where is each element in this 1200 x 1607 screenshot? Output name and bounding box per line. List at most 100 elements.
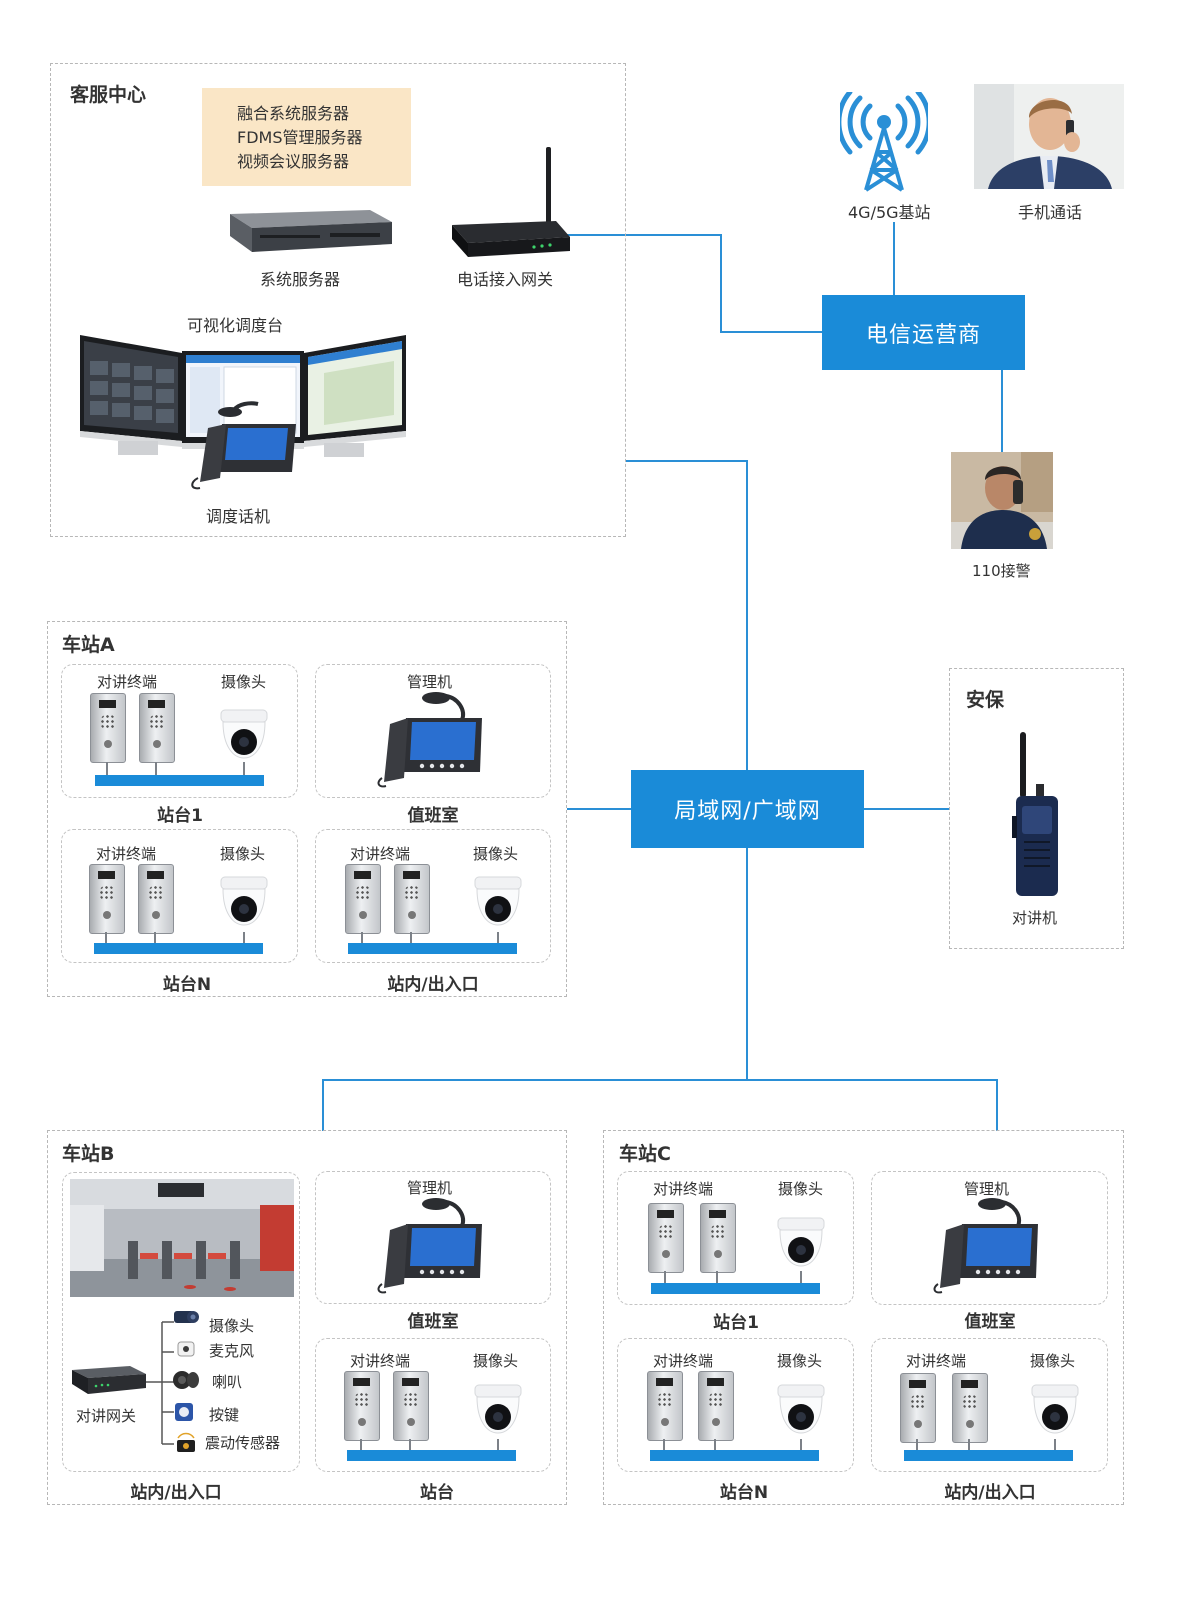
connector-stem (243, 762, 245, 776)
police-label: 110接警 (972, 562, 1031, 580)
dome-camera-icon (777, 1217, 825, 1267)
station-b-title: 车站B (62, 1143, 115, 1165)
station-a-box (47, 621, 567, 997)
station-a-duty-room-caption: 值班室 (407, 806, 459, 826)
camera-label: 摄像头 (778, 1180, 824, 1198)
mobile-call-label: 手机通话 (1018, 203, 1083, 222)
connector-stem (800, 1439, 802, 1453)
station-a-entrance-caption: 站内/出入口 (387, 975, 479, 995)
station-b-duty-room-group (315, 1171, 551, 1304)
camera-label: 摄像头 (473, 1352, 519, 1370)
station-a-platform1-caption: 站台1 (157, 806, 203, 826)
walkie-talkie-icon (1012, 732, 1058, 896)
management-console-icon (377, 692, 482, 788)
link-branch-b (322, 1079, 324, 1131)
camera-label: 摄像头 (1030, 1352, 1076, 1370)
connector-stem (800, 1271, 802, 1285)
station-c-box (603, 1130, 1124, 1505)
station-c-title: 车站C (619, 1143, 671, 1165)
station-b-entrance-group (62, 1172, 300, 1472)
peripheral-vibration-sensor-label: 震动传感器 (205, 1434, 281, 1452)
intercom-terminal-label: 对讲终端 (350, 845, 411, 863)
intercom-terminal-icon (393, 1371, 429, 1441)
station-b-platform-group (315, 1338, 551, 1472)
intercom-terminal-icon (698, 1371, 734, 1441)
station-c-platformN-group (617, 1338, 854, 1472)
station-c-entrance-caption: 站内/出入口 (944, 1483, 1036, 1503)
link-gateway-operator-h1 (566, 234, 721, 236)
connector-stem (154, 932, 156, 946)
station-b-box (47, 1130, 567, 1505)
walkie-talkie-label: 对讲机 (1012, 909, 1058, 927)
dome-camera-icon (1031, 1384, 1079, 1434)
connector-stem (664, 1271, 666, 1285)
intercom-terminal-icon (648, 1203, 684, 1273)
connector-stem (361, 932, 363, 946)
peripheral-speaker-label: 喇叭 (212, 1373, 243, 1391)
station-a-duty-room-group (315, 664, 551, 798)
connector-stem (360, 1439, 362, 1453)
phone-gateway-label: 电话接入网关 (457, 270, 554, 289)
station-a-platformN-caption: 站台N (162, 975, 212, 995)
network-bus-bar (650, 1450, 819, 1461)
network-box: 局域网/广域网 (631, 770, 864, 848)
dispatch-phone-icon (191, 401, 296, 490)
microphone-icon (177, 1341, 195, 1357)
link-network-stationa (567, 808, 632, 810)
camera-label: 摄像头 (220, 845, 266, 863)
link-gateway-operator-h2 (720, 331, 822, 333)
station-c-duty-room-caption: 值班室 (964, 1312, 1016, 1332)
intercom-terminal-icon (394, 864, 430, 934)
intercom-gateway-device-icon (72, 1366, 146, 1394)
connector-stem (714, 1439, 716, 1453)
intercom-terminal-icon (90, 693, 126, 763)
intercom-terminal-icon (700, 1203, 736, 1273)
station-c-platform1-group (617, 1171, 854, 1305)
camera-label: 摄像头 (473, 845, 519, 863)
intercom-terminal-label: 对讲终端 (906, 1352, 967, 1370)
station-c-platformN-caption: 站台N (719, 1483, 769, 1503)
station-gate-photo (70, 1179, 294, 1297)
peripheral-button-label: 按键 (209, 1406, 240, 1424)
connector-stem (497, 1439, 499, 1453)
intercom-terminal-label: 对讲终端 (350, 1352, 411, 1370)
network-bus-bar (651, 1283, 820, 1294)
connector-stem (243, 932, 245, 946)
link-gateway-operator-v (720, 234, 722, 332)
station-a-platform1-group (61, 664, 298, 798)
connector-stem (106, 762, 108, 776)
telecom-operator-box: 电信运营商 (822, 295, 1025, 370)
base-station-tower-icon (840, 92, 928, 192)
intercom-terminal-label: 对讲终端 (97, 673, 158, 691)
station-a-entrance-group (315, 829, 551, 963)
server-item: FDMS管理服务器 (237, 128, 363, 147)
network-bus-bar (904, 1450, 1073, 1461)
station-b-duty-room-caption: 值班室 (407, 1312, 459, 1332)
intercom-terminal-icon (138, 864, 174, 934)
intercom-terminal-icon (89, 864, 125, 934)
connector-stem (497, 932, 499, 946)
link-center-network-h (626, 460, 747, 462)
gateway-tree-lines (146, 1321, 174, 1445)
dome-camera-icon (474, 1384, 522, 1434)
link-center-network-v (746, 460, 748, 772)
connector-stem (1054, 1439, 1056, 1453)
dome-camera-icon (220, 876, 268, 926)
station-c-duty-room-group (871, 1171, 1108, 1305)
management-device-label: 管理机 (407, 1179, 453, 1197)
link-operator-police (1001, 370, 1003, 452)
dispatch-console-monitors (80, 335, 406, 457)
link-network-down (746, 848, 748, 1080)
rack-server-icon (230, 210, 392, 252)
network-bus-bar (347, 1450, 516, 1461)
intercom-terminal-label: 对讲终端 (96, 845, 157, 863)
station-c-platform1-caption: 站台1 (713, 1313, 759, 1333)
service-center-box (50, 63, 626, 537)
server-item: 融合系统服务器 (237, 104, 350, 123)
link-network-security (863, 808, 950, 810)
connector-stem (409, 1439, 411, 1453)
vibration-sensor-icon (177, 1432, 195, 1452)
server-list-box: 融合系统服务器 FDMS管理服务器 视频会议服务器 (202, 88, 411, 186)
speaker-icon (173, 1371, 199, 1389)
intercom-terminal-icon (344, 1371, 380, 1441)
